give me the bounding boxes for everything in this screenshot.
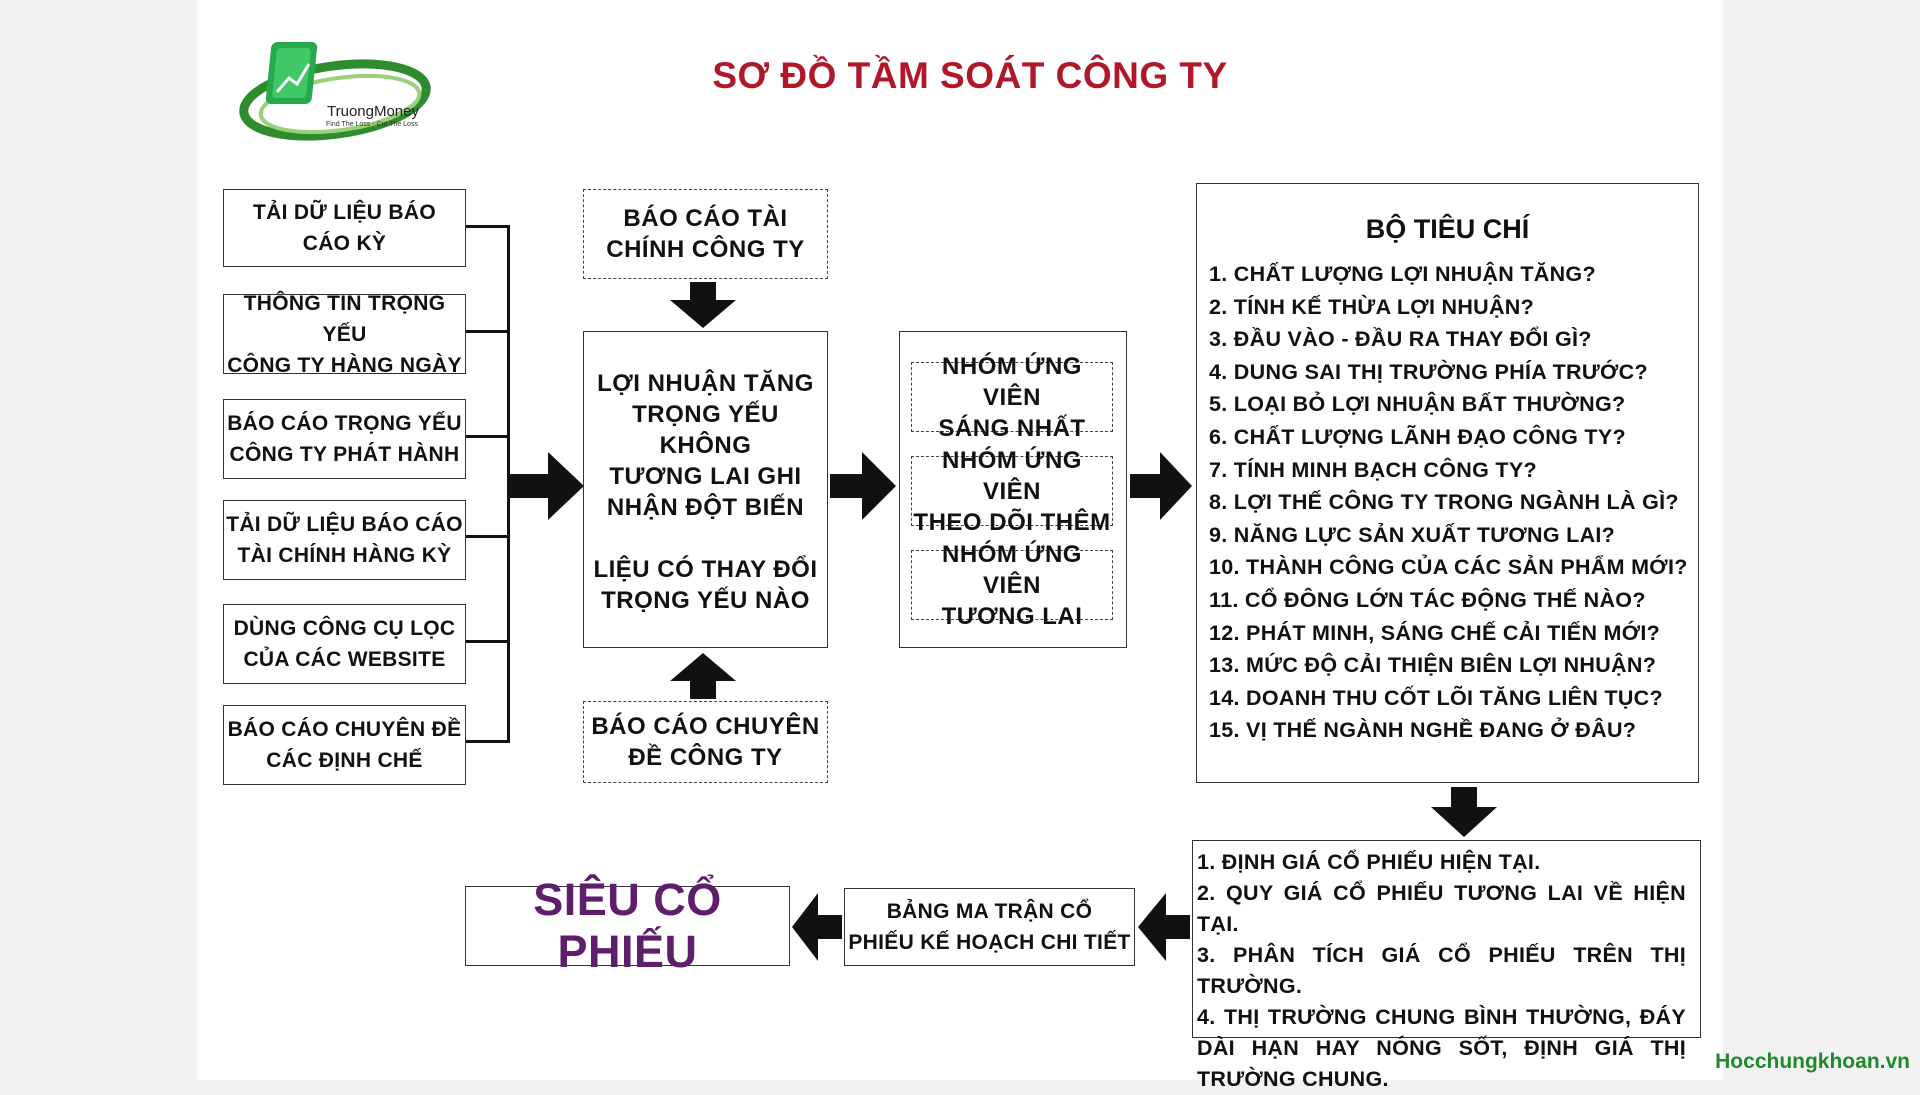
arrow-left-icon bbox=[1138, 893, 1190, 961]
result-box: SIÊU CỔ PHIẾU bbox=[465, 874, 790, 977]
logo bbox=[235, 30, 465, 160]
valuation-item: 1. ĐỊNH GIÁ CỔ PHIẾU HIỆN TẠI. bbox=[1197, 850, 1541, 874]
arrow-down-icon bbox=[1431, 787, 1497, 837]
result-label: SIÊU CỔ PHIẾU bbox=[533, 874, 722, 977]
criteria-item: 13. MỨC ĐỘ CẢI THIỆN BIÊN LỢI NHUẬN? bbox=[1209, 653, 1657, 678]
source-box: BÁO CÁO TRỌNG YẾU CÔNG TY PHÁT HÀNH bbox=[223, 399, 466, 479]
financial-report-box: BÁO CÁO TÀI CHÍNH CÔNG TY bbox=[583, 189, 828, 279]
arrow-right-icon bbox=[1130, 452, 1192, 520]
connector-branch bbox=[466, 330, 510, 333]
source-label: DÙNG CÔNG CỤ LỌC CỦA CÁC WEBSITE bbox=[233, 617, 456, 671]
criteria-item: 2. TÍNH KẾ THỪA LỢI NHUẬN? bbox=[1209, 294, 1535, 319]
criteria-box: BỘ TIÊU CHÍ 1. CHẤT LƯỢNG LỢI NHUẬN TĂNG… bbox=[1196, 183, 1699, 783]
connector-branch bbox=[466, 435, 510, 438]
criteria-item: 3. ĐẦU VÀO - ĐẦU RA THAY ĐỔI GÌ? bbox=[1209, 327, 1592, 352]
question-item: LIỆU CÓ THAY ĐỔI TRỌNG YẾU NÀO bbox=[593, 556, 818, 614]
arrow-right-icon bbox=[830, 452, 896, 520]
candidate-group: NHÓM ỨNG VIÊN SÁNG NHẤT bbox=[911, 353, 1113, 442]
criteria-item: 15. VỊ THẾ NGÀNH NGHỀ ĐANG Ở ĐÂU? bbox=[1209, 718, 1637, 743]
source-label: TẢI DỮ LIỆU BÁO CÁO TÀI CHÍNH HÀNG KỲ bbox=[226, 513, 463, 567]
criteria-title: BỘ TIÊU CHÍ bbox=[1365, 214, 1530, 244]
criteria-list: 1. CHẤT LƯỢNG LỢI NHUẬN TĂNG? 2. TÍNH KẾ… bbox=[1209, 258, 1688, 747]
footer-website: Hocchungkhoan.vn bbox=[1715, 1050, 1910, 1073]
criteria-item: 11. CỔ ĐÔNG LỚN TÁC ĐỘNG THẾ NÀO? bbox=[1209, 587, 1646, 612]
connector-branch bbox=[466, 535, 510, 538]
source-box: DÙNG CÔNG CỤ LỌC CỦA CÁC WEBSITE bbox=[223, 604, 466, 684]
connector-branch bbox=[466, 640, 510, 643]
logo-slogan: Find The Loss - Cut The Loss bbox=[326, 121, 418, 128]
source-box: THÔNG TIN TRỌNG YẾU CÔNG TY HÀNG NGÀY bbox=[223, 292, 466, 377]
source-label: BÁO CÁO TRỌNG YẾU CÔNG TY PHÁT HÀNH bbox=[227, 412, 462, 466]
criteria-item: 12. PHÁT MINH, SÁNG CHẾ CẢI TIẾN MỚI? bbox=[1209, 620, 1661, 645]
criteria-item: 7. TÍNH MINH BẠCH CÔNG TY? bbox=[1209, 457, 1537, 482]
source-label: THÔNG TIN TRỌNG YẾU CÔNG TY HÀNG NGÀY bbox=[227, 291, 462, 377]
criteria-item: 8. LỢI THẾ CÔNG TY TRONG NGÀNH LÀ GÌ? bbox=[1209, 490, 1679, 515]
connector-branch bbox=[466, 740, 510, 743]
source-box: TẢI DỮ LIỆU BÁO CÁO KỲ bbox=[223, 189, 466, 267]
candidate-group-label: NHÓM ỨNG VIÊN SÁNG NHẤT bbox=[938, 352, 1086, 442]
criteria-item: 6. CHẤT LƯỢNG LÃNH ĐẠO CÔNG TY? bbox=[1209, 424, 1626, 449]
candidate-group-label: NHÓM ỨNG VIÊN TƯƠNG LAI bbox=[941, 540, 1083, 630]
valuation-item: 2. QUY GIÁ CỔ PHIẾU TƯƠNG LAI VỀ HIỆN TẠ… bbox=[1197, 881, 1686, 936]
matrix-box: BẢNG MA TRẬN CỔ PHIẾU KẾ HOẠCH CHI TIẾT bbox=[844, 888, 1135, 966]
matrix-label: BẢNG MA TRẬN CỔ PHIẾU KẾ HOẠCH CHI TIẾT bbox=[848, 900, 1131, 954]
candidate-group-label: NHÓM ỨNG VIÊN THEO DÕI THÊM bbox=[913, 446, 1111, 536]
arrow-left-icon bbox=[792, 893, 842, 961]
financial-report-label: BÁO CÁO TÀI CHÍNH CÔNG TY bbox=[606, 205, 805, 263]
truongmoney-logo-icon bbox=[239, 42, 431, 141]
diagram-title: SƠ ĐỒ TẦM SOÁT CÔNG TY bbox=[712, 55, 1228, 96]
special-report-box: BÁO CÁO CHUYÊN ĐỀ CÔNG TY bbox=[583, 701, 828, 783]
arrow-down-icon bbox=[670, 282, 736, 328]
valuation-item: 3. PHÂN TÍCH GIÁ CỔ PHIẾU TRÊN THỊ TRƯỜN… bbox=[1197, 943, 1686, 998]
source-label: BÁO CÁO CHUYÊN ĐỀ CÁC ĐỊNH CHẾ bbox=[227, 718, 462, 772]
questions-box: LỢI NHUẬN TĂNG TRỌNG YẾU KHÔNG TƯƠNG LAI… bbox=[583, 331, 828, 648]
special-report-label: BÁO CÁO CHUYÊN ĐỀ CÔNG TY bbox=[591, 713, 820, 771]
question-item: LỢI NHUẬN TĂNG TRỌNG YẾU KHÔNG bbox=[597, 370, 814, 459]
criteria-item: 1. CHẤT LƯỢNG LỢI NHUẬN TĂNG? bbox=[1209, 262, 1596, 286]
criteria-item: 5. LOẠI BỎ LỢI NHUẬN BẤT THƯỜNG? bbox=[1209, 392, 1626, 417]
arrow-up-icon bbox=[670, 653, 736, 699]
candidate-groups-panel: NHÓM ỨNG VIÊN SÁNG NHẤT NHÓM ỨNG VIÊN TH… bbox=[899, 331, 1127, 648]
criteria-item: 9. NĂNG LỰC SẢN XUẤT TƯƠNG LAI? bbox=[1209, 522, 1616, 547]
valuation-box: 1. ĐỊNH GIÁ CỔ PHIẾU HIỆN TẠI. 2. QUY GI… bbox=[1192, 840, 1701, 1091]
criteria-item: 10. THÀNH CÔNG CỦA CÁC SẢN PHẨM MỚI? bbox=[1209, 555, 1688, 580]
criteria-item: 4. DUNG SAI THỊ TRƯỜNG PHÍA TRƯỚC? bbox=[1209, 359, 1648, 384]
candidate-group: NHÓM ỨNG VIÊN THEO DÕI THÊM bbox=[911, 447, 1113, 536]
question-item: TƯƠNG LAI GHI NHẬN ĐỘT BIẾN bbox=[606, 463, 805, 521]
candidate-group: NHÓM ỨNG VIÊN TƯƠNG LAI bbox=[911, 541, 1113, 630]
source-label: TẢI DỮ LIỆU BÁO CÁO KỲ bbox=[253, 201, 436, 255]
valuation-list: 1. ĐỊNH GIÁ CỔ PHIẾU HIỆN TẠI. 2. QUY GI… bbox=[1197, 847, 1686, 1095]
connector-branch bbox=[466, 225, 510, 228]
criteria-item: 14. DOANH THU CỐT LÕI TĂNG LIÊN TỤC? bbox=[1209, 685, 1663, 710]
valuation-item: 4. THỊ TRƯỜNG CHUNG BÌNH THƯỜNG, ĐÁY DÀI… bbox=[1197, 1005, 1686, 1091]
arrow-right-icon bbox=[508, 452, 584, 520]
logo-brand: TruongMoney bbox=[327, 103, 419, 120]
source-box: BÁO CÁO CHUYÊN ĐỀ CÁC ĐỊNH CHẾ bbox=[223, 705, 466, 785]
source-box: TẢI DỮ LIỆU BÁO CÁO TÀI CHÍNH HÀNG KỲ bbox=[223, 500, 466, 580]
